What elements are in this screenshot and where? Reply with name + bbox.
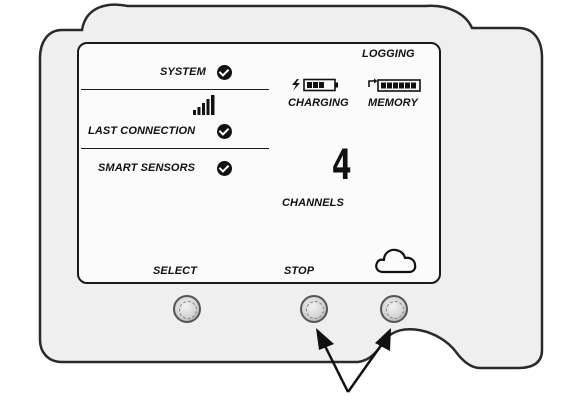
channels-label: CHANNELS [282,197,344,209]
lcd-screen: LOGGING SYSTEM LAST CONNECTION SMART SEN… [77,42,441,284]
stop-button[interactable] [300,295,328,323]
last-connection-check-icon [217,124,232,139]
divider-top [81,89,269,90]
smart-sensors-check-icon [217,161,232,176]
select-button[interactable] [173,295,201,323]
logging-label: LOGGING [362,48,415,60]
cloud-button[interactable] [380,295,408,323]
stop-label: STOP [284,265,315,277]
cloud-icon [375,248,417,274]
memory-label: MEMORY [368,97,418,109]
channels-count: 4 [331,140,352,189]
system-check-icon [217,65,232,80]
smart-sensors-label: SMART SENSORS [98,162,196,174]
system-label: SYSTEM [160,66,206,78]
divider-bottom [81,148,269,149]
memory-icon [368,78,421,92]
select-label: SELECT [153,265,197,277]
last-connection-label: LAST CONNECTION [88,125,196,137]
battery-charging-icon [292,78,338,92]
charging-label: CHARGING [288,97,349,109]
signal-strength-icon [193,95,215,115]
